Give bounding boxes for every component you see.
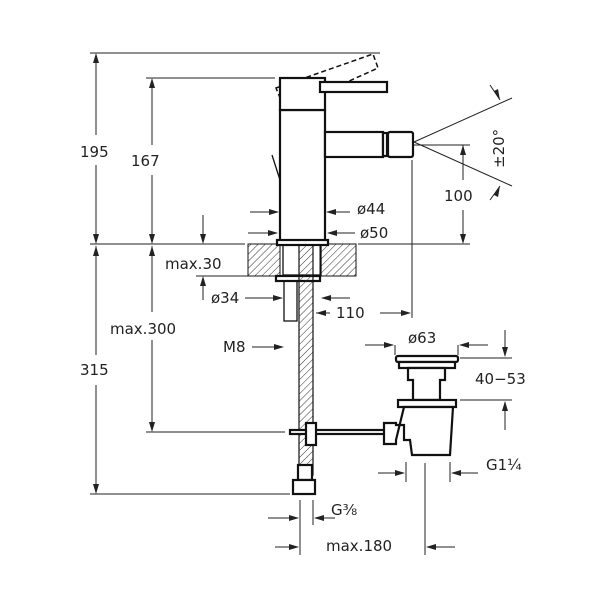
label-height-100: 100 — [444, 187, 473, 205]
arrowheads — [93, 53, 508, 550]
extension-lines — [90, 52, 512, 555]
label-max-30: max.30 — [165, 255, 222, 273]
label-range-40-53: 40−53 — [475, 370, 526, 388]
label-diameter-34: ø34 — [211, 289, 239, 307]
label-diameter-63: ø63 — [408, 329, 436, 347]
mixer-body — [271, 53, 415, 322]
label-reach-110: 110 — [336, 304, 365, 322]
label-diameter-44: ø44 — [357, 200, 385, 218]
supply-hose — [288, 244, 387, 496]
label-height-195: 195 — [80, 143, 109, 161]
label-max-300: max.300 — [110, 320, 176, 338]
label-depth-315: 315 — [80, 361, 109, 379]
label-diameter-50: ø50 — [360, 224, 388, 242]
dimension-labels: 195 167 315 max.300 max.30 ø34 M8 ø44 ø5… — [80, 129, 526, 555]
label-height-167: 167 — [131, 152, 160, 170]
label-g-1-1-4: G1¼ — [486, 456, 522, 474]
label-max-180: max.180 — [326, 537, 392, 555]
label-angle: ±20° — [490, 129, 508, 168]
label-g-3-8: G⅜ — [331, 501, 357, 519]
countertop-section — [247, 243, 357, 277]
pop-up-waste — [382, 354, 460, 457]
label-m8: M8 — [223, 338, 246, 356]
